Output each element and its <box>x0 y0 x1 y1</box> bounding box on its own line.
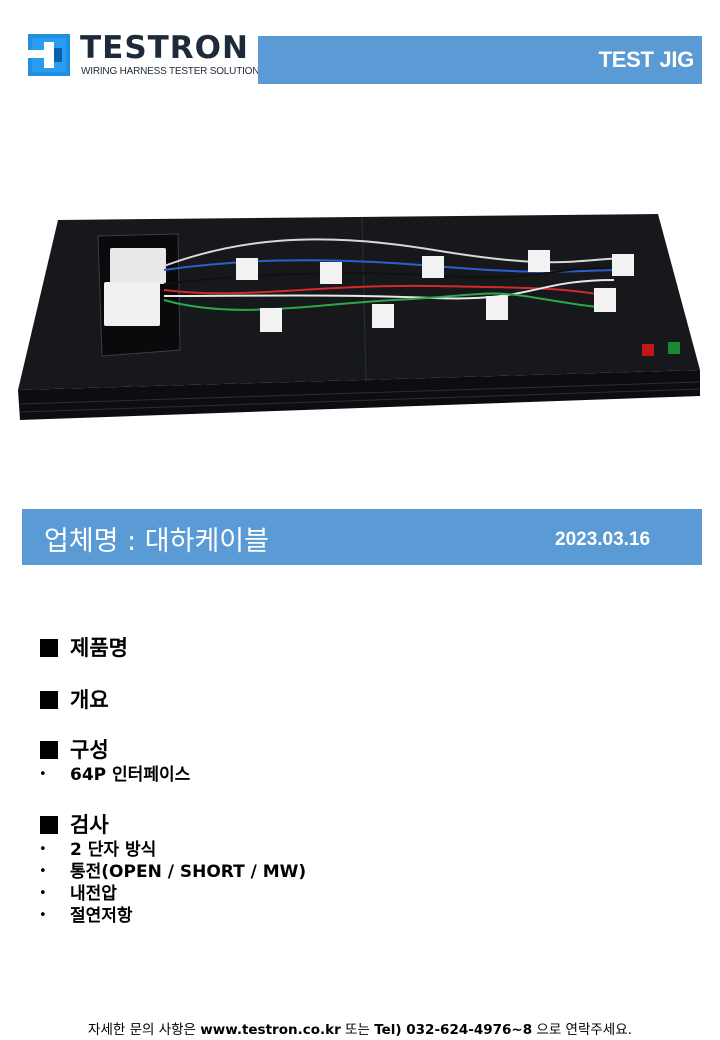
footer-suffix: 으로 연락주세요. <box>532 1022 632 1038</box>
bullet-dot-icon: • <box>39 842 47 857</box>
footer-website-link[interactable]: www.testron.co.kr <box>200 1022 341 1038</box>
company-logo: TESTRON WIRING HARNESS TESTER SOLUTIONS <box>28 30 266 82</box>
footer-prefix: 자세한 문의 사항은 <box>88 1022 201 1038</box>
bullet-list: • 64P 인터페이스 <box>39 764 191 786</box>
header-title: TEST JIG <box>598 47 695 72</box>
list-item-text: 내전압 <box>70 884 117 904</box>
footer-phone: Tel) 032-624-4976~8 <box>374 1022 533 1038</box>
list-item: • 절연저항 <box>39 905 306 927</box>
section-title-text: 구성 <box>70 738 109 762</box>
section-title: 제품명 <box>40 634 128 662</box>
section-title: 구성 <box>40 736 190 764</box>
square-bullet-icon <box>40 691 58 709</box>
section-title: 개요 <box>40 686 109 714</box>
list-item-text: 2 단자 방식 <box>70 840 157 860</box>
list-item: • 내전압 <box>39 883 306 905</box>
testron-logo-icon <box>28 34 70 76</box>
section-title-text: 개요 <box>70 688 109 712</box>
section-product-name: 제품명 <box>40 634 128 662</box>
bullet-dot-icon: • <box>39 864 47 879</box>
bullet-dot-icon: • <box>39 886 47 901</box>
list-item: • 2 단자 방식 <box>39 839 306 861</box>
list-item-text: 절연저항 <box>70 906 133 926</box>
square-bullet-icon <box>40 741 58 759</box>
list-item-text: 통전(OPEN / SHORT / MW) <box>70 862 307 882</box>
section-title: 검사 <box>40 811 306 839</box>
list-item: • 64P 인터페이스 <box>39 764 191 786</box>
square-bullet-icon <box>40 816 58 834</box>
section-composition: 구성 • 64P 인터페이스 <box>39 736 191 786</box>
list-item-text: 64P 인터페이스 <box>70 765 191 785</box>
section-title-text: 검사 <box>70 813 109 837</box>
section-overview: 개요 <box>40 686 109 714</box>
bullet-list: • 2 단자 방식 • 통전(OPEN / SHORT / MW) • 내전압 • 절연… <box>39 839 307 927</box>
header-bar: TEST JIG <box>258 36 702 84</box>
document-date: 2023.03.16 <box>555 529 651 550</box>
product-photo <box>18 214 701 420</box>
footer-middle: 또는 <box>340 1022 375 1038</box>
square-bullet-icon <box>40 639 58 657</box>
logo-tagline: WIRING HARNESS TESTER SOLUTIONS <box>81 66 266 77</box>
bullet-dot-icon: • <box>39 908 47 923</box>
logo-name: TESTRON <box>80 30 249 66</box>
footer-contact: 자세한 문의 사항은 www.testron.co.kr 또는 Tel) 032… <box>0 1018 720 1038</box>
company-bar: 업체명 : 대하케이블 2023.03.16 <box>22 509 702 565</box>
bullet-dot-icon: • <box>39 767 47 782</box>
section-inspection: 검사 • 2 단자 방식 • 통전(OPEN / SHORT / MW) • 내전압 … <box>39 811 307 927</box>
company-name: 업체명 : 대하케이블 <box>44 526 269 557</box>
list-item: • 통전(OPEN / SHORT / MW) <box>39 861 307 883</box>
section-title-text: 제품명 <box>70 636 128 660</box>
